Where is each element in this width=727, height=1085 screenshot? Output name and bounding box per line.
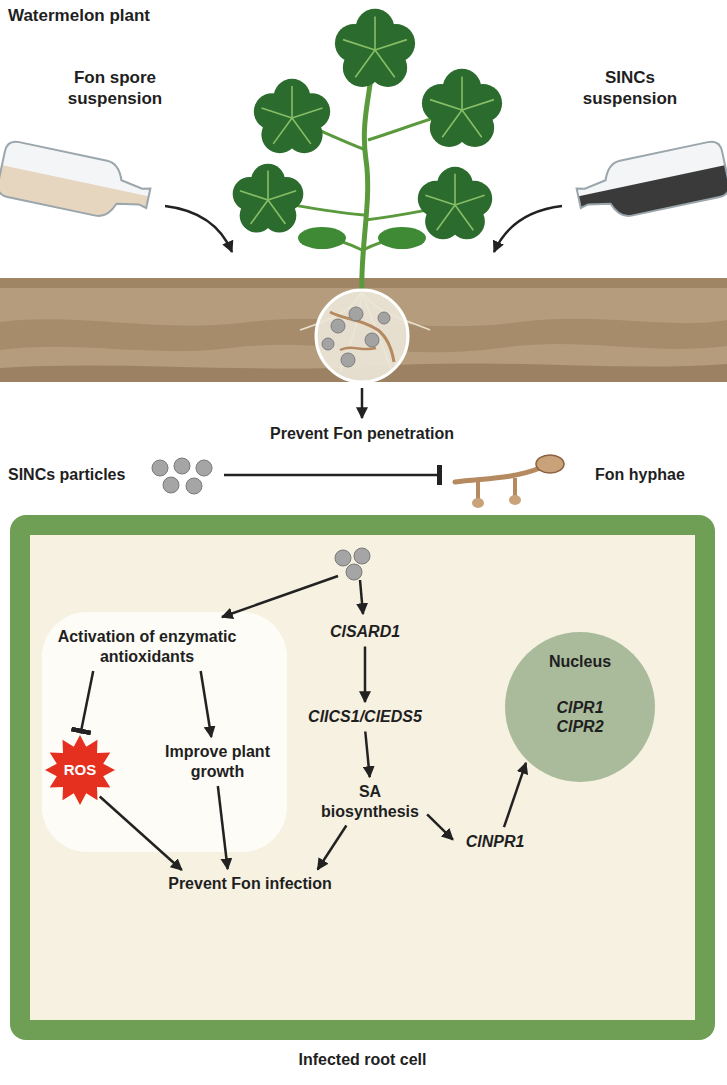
outcome-text: Prevent Fon infection (140, 872, 360, 896)
nucleus-circle-text: ClPR2 (556, 717, 603, 737)
gene-text-text: ClSARD1 (322, 622, 408, 642)
process-text-text: SA biosynthesis (317, 782, 423, 821)
process-text-text: Improve plant growth (162, 742, 273, 781)
arrow-connector (318, 826, 347, 870)
nucleus-circle-text: Nucleus (549, 652, 611, 672)
down-arrow (361, 388, 364, 418)
hyphae-node: Fon hyphae (445, 450, 721, 500)
arrow-connector (218, 786, 228, 869)
nucleus-circle: NucleusClPR1ClPR2 (505, 632, 655, 782)
cotyledon (378, 227, 426, 249)
arrow-connector (504, 763, 526, 827)
gene-text-text: ClICS1/ClEDS5 (297, 707, 433, 727)
ros-star-text: ROS (64, 761, 97, 779)
hyphae-node-text: Fon hyphae (595, 465, 685, 485)
particles-node-text: SINCs particles (8, 465, 125, 485)
inhibition-connector (81, 671, 94, 733)
arrow-connector (201, 671, 212, 737)
soil (0, 278, 727, 382)
cotyledon (298, 227, 346, 249)
gene-text: ClICS1/ClEDS5 (295, 705, 435, 729)
outcome-text-text: Prevent Fon infection (142, 874, 358, 894)
arrow-connector (427, 814, 453, 839)
nucleus-circle-text: ClPR1 (556, 698, 603, 718)
flask-spores (0, 138, 156, 236)
process-text: Activation of enzymatic antioxidants (52, 625, 242, 668)
process-text: Improve plant growth (160, 740, 275, 783)
arrow-connector (100, 797, 182, 870)
process-text: SA biosynthesis (315, 780, 425, 823)
flask-sincs (571, 138, 727, 236)
inhibition-connector (224, 474, 442, 477)
leaves (233, 9, 502, 240)
pour-arrow (494, 206, 562, 252)
fon-hyphae-drawing (445, 450, 595, 500)
gene-text: ClNPR1 (455, 830, 535, 854)
magnifier (316, 290, 408, 382)
arrow-connector (364, 647, 367, 702)
title-wrap: Watermelon plant (8, 6, 150, 27)
gene-text: ClSARD1 (320, 620, 410, 644)
particles-node: SINCs particles (6, 455, 221, 495)
gene-text-text: ClNPR1 (457, 832, 533, 852)
arrow-connector (365, 732, 369, 778)
label-wrap: Fon spore suspension (50, 68, 180, 109)
stem (362, 62, 372, 292)
label-wrap: SINCs suspension (565, 68, 695, 109)
flask-label: SINCs suspension (565, 68, 695, 109)
root-cell: Infected root cellActivation of enzymati… (10, 515, 715, 1040)
pour-arrow (165, 206, 232, 252)
edge-label-wrap: Prevent Fon penetration (270, 424, 454, 444)
diagram-title: Watermelon plant (8, 6, 150, 27)
ros-star: ROS (45, 735, 115, 805)
process-text-text: Activation of enzymatic antioxidants (54, 627, 240, 666)
edge-label: Prevent Fon penetration (270, 424, 454, 444)
flask-label: Fon spore suspension (50, 68, 180, 109)
root-cell-text: Infected root cell (30, 1050, 695, 1070)
